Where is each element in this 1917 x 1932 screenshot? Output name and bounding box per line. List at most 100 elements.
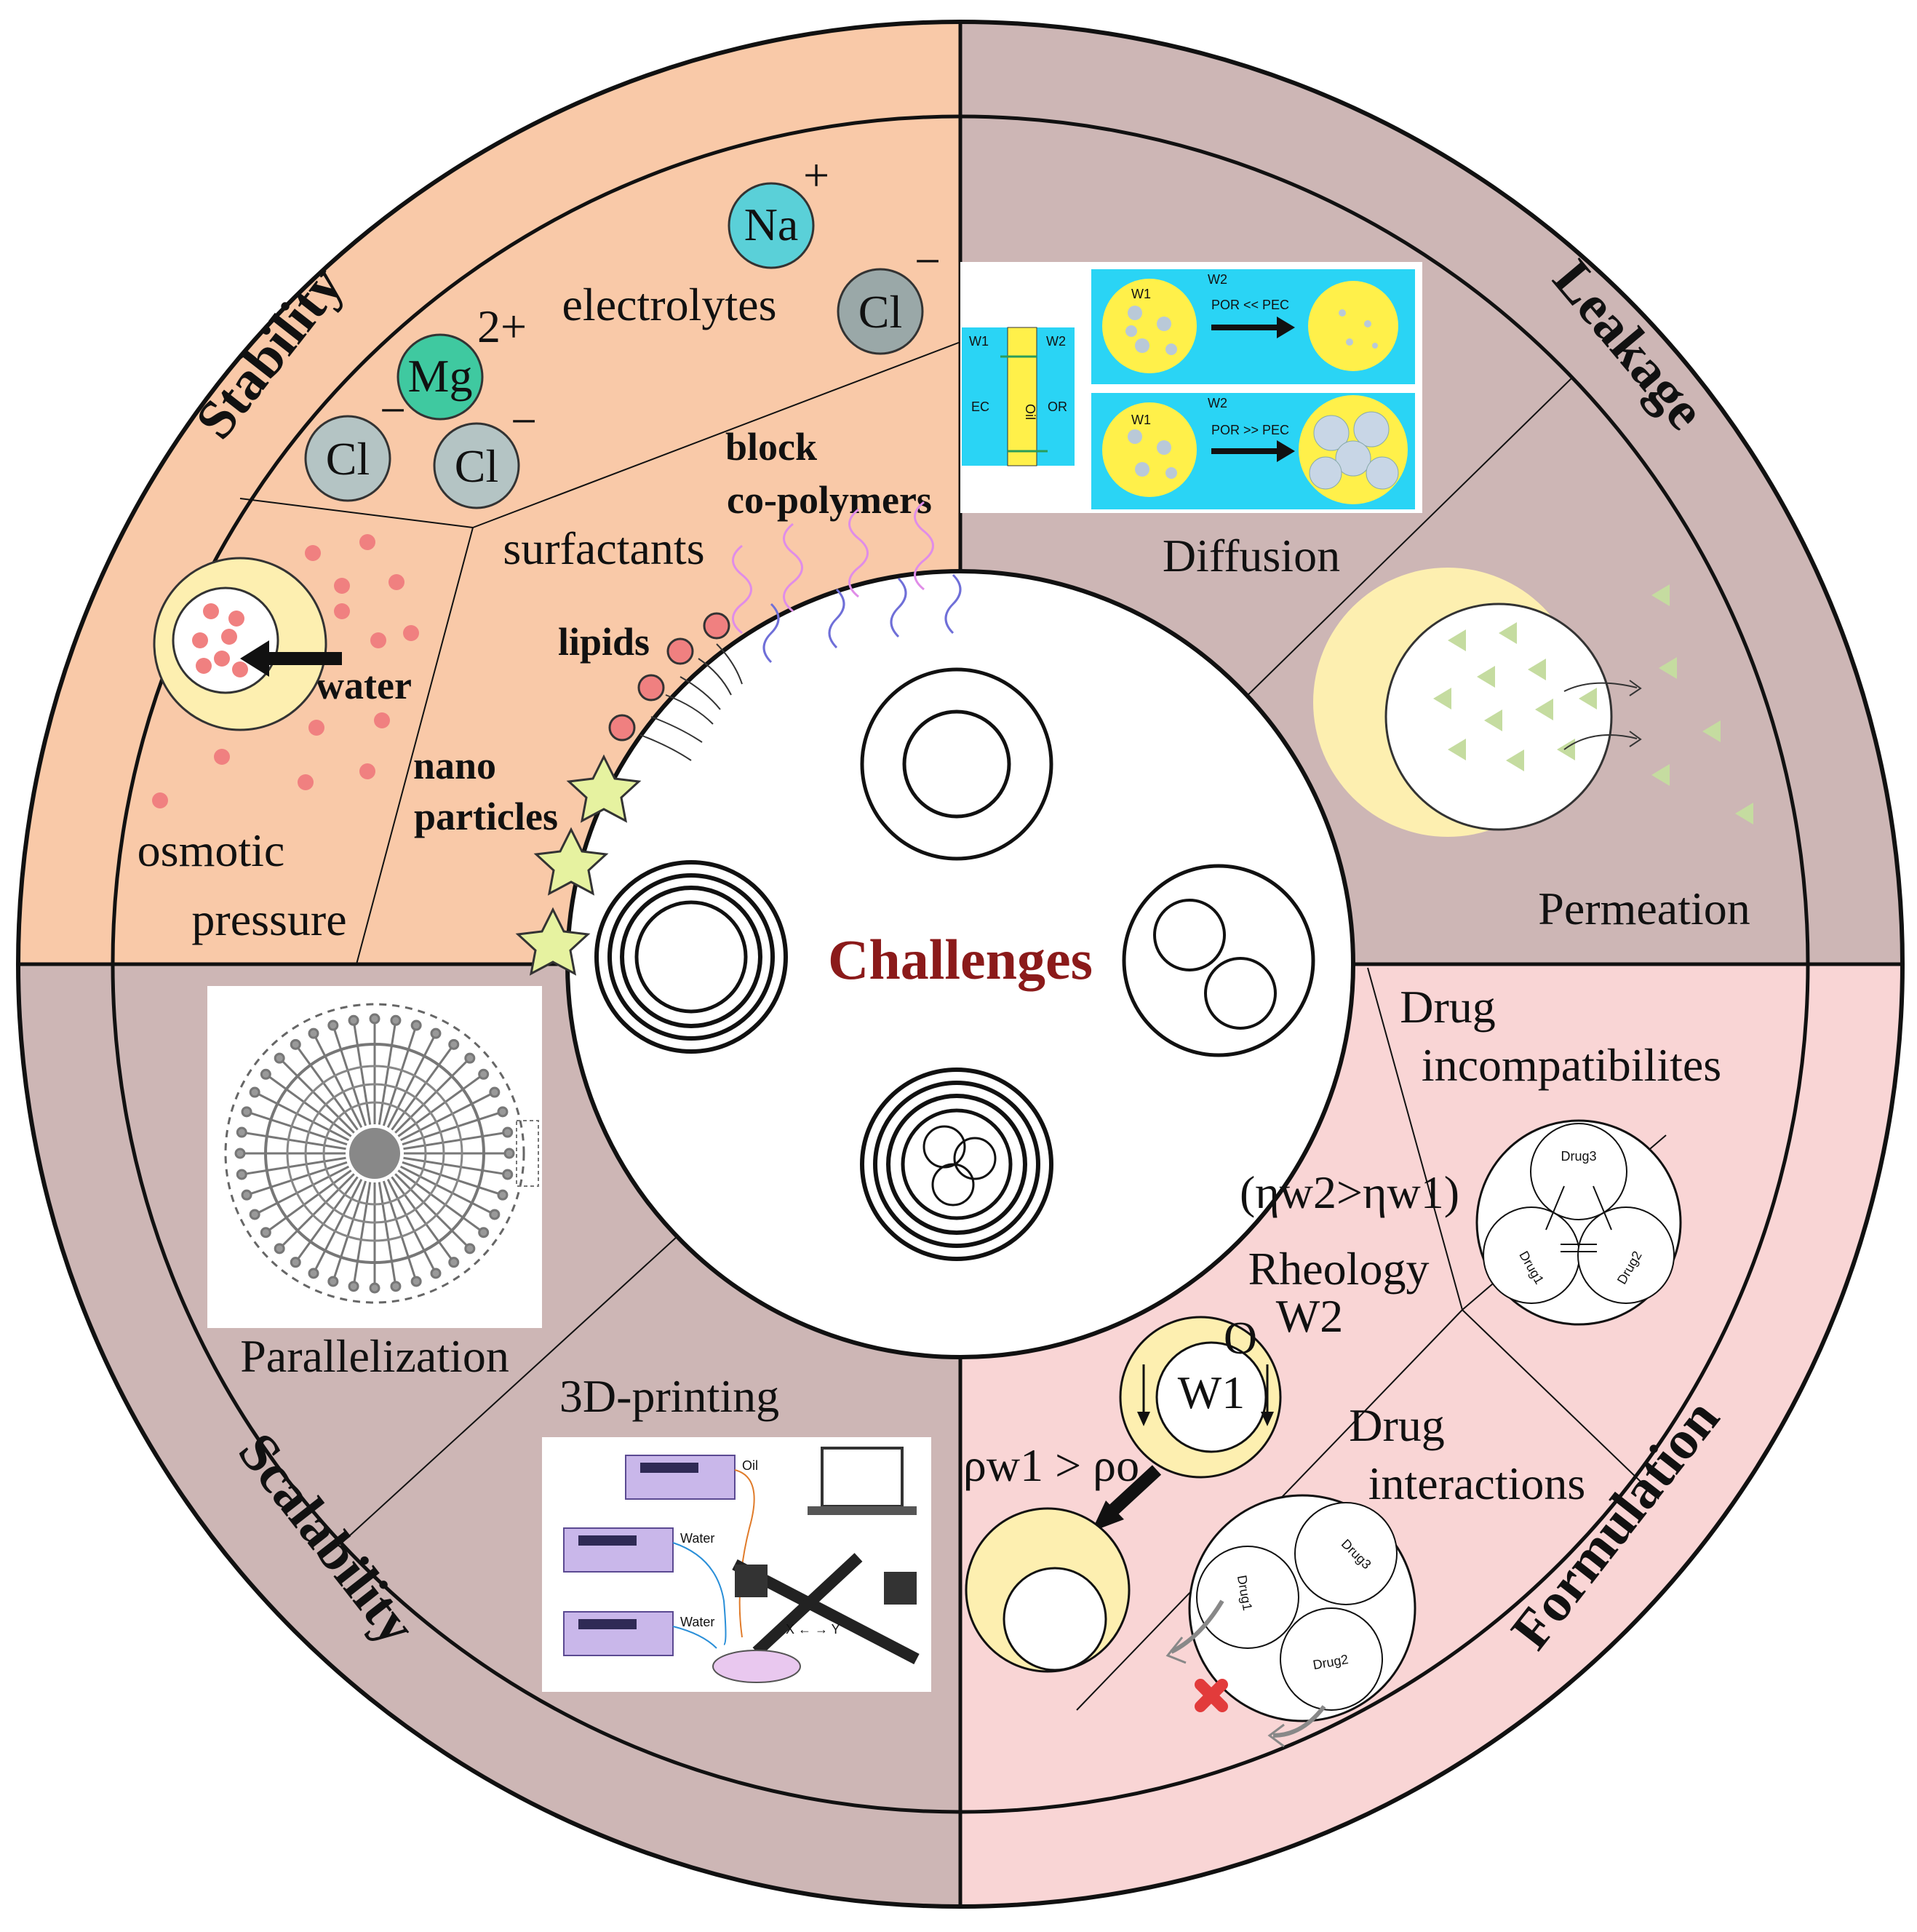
device-channel (352, 1182, 372, 1287)
device-outlet (390, 1281, 402, 1292)
device-channel (378, 1182, 397, 1287)
device-outlet (369, 1013, 380, 1025)
device-outlet (241, 1189, 252, 1201)
device-channel (242, 1131, 346, 1150)
device-channel (382, 1180, 418, 1282)
device-channel (402, 1110, 503, 1146)
device-outlet (260, 1227, 271, 1239)
device-outlet (497, 1106, 509, 1118)
w2-label: W2 (1276, 1290, 1343, 1342)
device-channel (295, 1176, 359, 1263)
drug-interactions-label: interactions (1368, 1458, 1586, 1509)
device-channel (391, 1176, 455, 1263)
device-outlet (502, 1169, 514, 1180)
device-outlet (327, 1276, 339, 1287)
svg-text:O: O (1224, 1312, 1257, 1364)
device-channel (399, 1091, 495, 1142)
lipids-label: lipids (558, 620, 650, 664)
pressure-label: pressure (191, 894, 346, 945)
device-outlet (241, 1106, 252, 1118)
device-channel (386, 1033, 437, 1129)
device-channel (402, 1161, 503, 1196)
device-channel (394, 1057, 471, 1134)
nano-label: nano (413, 744, 496, 787)
diffusion-label: Diffusion (1163, 530, 1340, 581)
device-outlet (369, 1282, 380, 1294)
device-channel (352, 1020, 372, 1125)
device-outlet (489, 1209, 501, 1220)
svg-text:Cl: Cl (326, 433, 370, 485)
svg-text:+: + (803, 149, 829, 201)
svg-text:W1: W1 (1178, 1367, 1245, 1418)
device-outlet (489, 1086, 501, 1098)
device-channel (391, 1043, 455, 1131)
particles-label: particles (414, 795, 558, 838)
svg-text:Oil: Oil (1023, 404, 1037, 420)
svg-text:W2: W2 (1046, 334, 1066, 349)
lipid-heads (608, 612, 730, 742)
svg-text:W2: W2 (1208, 272, 1227, 287)
device-outlet (290, 1038, 301, 1050)
drug-interactions-drug-label: Drug (1349, 1399, 1445, 1451)
svg-text:Water: Water (680, 1615, 714, 1629)
svg-text:2+: 2+ (477, 301, 527, 352)
svg-text:Na: Na (744, 199, 799, 250)
svg-text:Mg: Mg (408, 350, 473, 402)
svg-text:Oil: Oil (742, 1458, 758, 1473)
device-outlet (234, 1148, 246, 1159)
device-channel (378, 1020, 397, 1125)
device-outlet (478, 1227, 490, 1239)
block-copolymer-chains (732, 501, 962, 664)
svg-text:POR << PEC: POR << PEC (1211, 298, 1289, 312)
svg-text:Drug3: Drug3 (1561, 1149, 1596, 1164)
parallelization-image (207, 986, 542, 1328)
drug-interactions-circle: Drug1 Drug3 Drug2 (1165, 1494, 1416, 1748)
device-channel (397, 1073, 485, 1137)
device-outlet (448, 1038, 460, 1050)
device-outlet (249, 1086, 260, 1098)
device-outlet (274, 1243, 285, 1255)
device-channel (279, 1057, 355, 1134)
parallelization-label: Parallelization (240, 1330, 509, 1382)
svg-text:Water: Water (680, 1531, 714, 1546)
device-outlet (260, 1068, 271, 1080)
device-channel (403, 1156, 508, 1176)
osmotic-capsule (153, 557, 342, 731)
center-title: Challenges (828, 928, 1093, 991)
device-outlet (249, 1209, 260, 1220)
rheology-capsule: W1 O (1091, 1312, 1282, 1532)
device-outlet (308, 1268, 319, 1279)
drug-incompat-drug-label: Drug (1400, 981, 1496, 1033)
device-channel (265, 1073, 352, 1137)
density-label: ρw1 > ρo (963, 1439, 1139, 1491)
surfactants-label: surfactants (503, 522, 704, 574)
cl-ion-middle: Cl − (433, 395, 537, 509)
device-outlet (348, 1014, 359, 1026)
drug-incompat-circle: Drug3 Drug1 Drug2 (1475, 1119, 1682, 1326)
device-outlet (290, 1257, 301, 1268)
svg-text:−: − (380, 384, 406, 436)
block-label: block (725, 425, 817, 469)
outer-osmotic-dots (152, 534, 419, 808)
device-outlet (308, 1027, 319, 1039)
diffusion-inset: W1 W2 EC OR Oil W1 W2 POR << PEC W1 W2 P… (960, 262, 1422, 513)
svg-text:W1: W1 (1131, 287, 1151, 301)
svg-text:−: − (914, 235, 941, 287)
device-channel (265, 1169, 352, 1233)
device-outlet (348, 1281, 359, 1292)
cl-ion-left: Cl − (304, 384, 406, 502)
svg-text:POR >> PEC: POR >> PEC (1211, 423, 1289, 437)
device-outlet (410, 1276, 422, 1287)
svg-text:W2: W2 (1208, 396, 1227, 410)
device-channel (394, 1173, 471, 1249)
na-ion: Na + (728, 149, 829, 269)
lipid-tails (639, 643, 743, 761)
density-capsule (965, 1507, 1131, 1673)
permeation-label: Permeation (1538, 883, 1750, 934)
device-outlet (236, 1169, 247, 1180)
device-channel (399, 1165, 495, 1216)
device-outlet (478, 1068, 490, 1080)
device-channel (397, 1169, 485, 1233)
device-outlet (464, 1052, 476, 1064)
